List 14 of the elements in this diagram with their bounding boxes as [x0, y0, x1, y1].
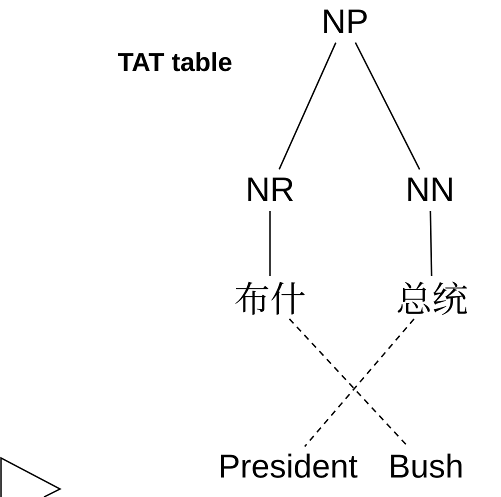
tree-branch — [354, 42, 420, 170]
tree-node-label: NN — [405, 173, 455, 207]
tree-branch — [430, 210, 432, 276]
tree-branch — [269, 211, 271, 276]
tree-node-label: 总统 — [396, 280, 468, 316]
alignment-line — [288, 318, 408, 448]
table-title: TAT table — [118, 49, 232, 75]
tree-branch — [278, 42, 336, 170]
tree-node-label: President — [218, 450, 358, 482]
tree-node-label: Bush — [388, 450, 464, 482]
tree-node-label: NP — [321, 5, 369, 39]
tree-node-label: 布什 — [234, 280, 306, 316]
tree-node-label: NR — [245, 173, 295, 207]
alignment-line — [304, 318, 415, 447]
